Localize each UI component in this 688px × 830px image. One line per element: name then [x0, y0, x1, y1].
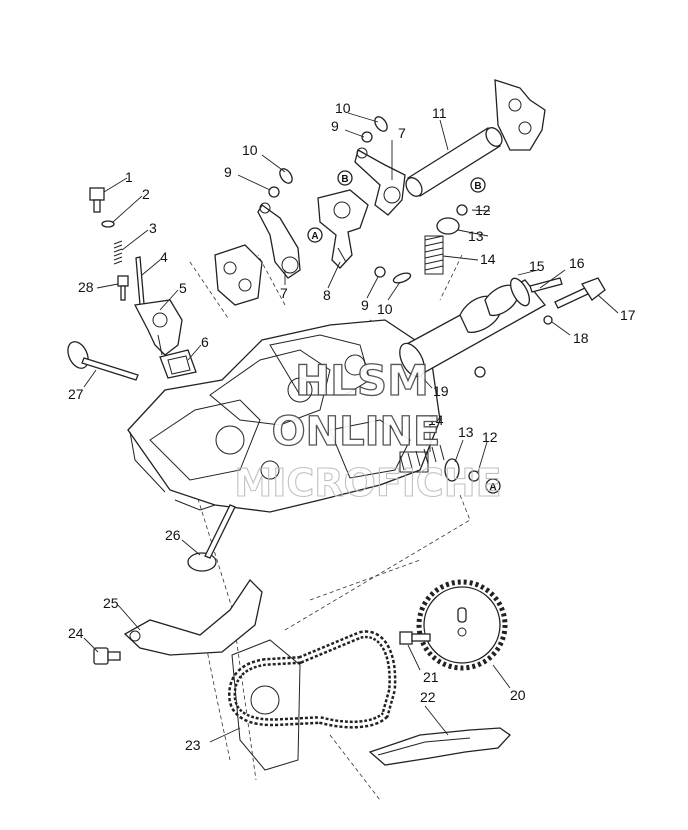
chain-guide-upper	[123, 578, 263, 656]
callout-14-bottom: 14	[428, 412, 444, 428]
callout-3: 3	[149, 220, 157, 236]
adjuster-screw-10-center	[392, 272, 412, 284]
callout-12-top: 12	[475, 202, 491, 218]
callout-10-top: 10	[335, 100, 351, 116]
svg-text:A: A	[311, 231, 318, 242]
rocker-bracket-left	[214, 244, 263, 306]
callout-28: 28	[78, 279, 94, 295]
cam-chain-tensioner	[134, 299, 183, 356]
callout-26: 26	[165, 527, 181, 543]
callout-10-center: 10	[377, 301, 393, 317]
callout-20: 20	[510, 687, 526, 703]
rocker-arm-lower	[257, 202, 301, 279]
cam-sprocket	[416, 579, 508, 671]
ref-mark-a2: A	[485, 478, 501, 494]
callout-16: 16	[569, 255, 585, 271]
callout-17: 17	[620, 307, 636, 323]
callout-9-top: 9	[331, 118, 339, 134]
callout-1: 1	[125, 169, 133, 185]
adjuster-screw-10-left	[279, 168, 293, 184]
valve-spring-lower	[399, 444, 445, 473]
callout-18: 18	[573, 330, 589, 346]
ref-mark-b1: B	[337, 170, 353, 186]
watermark-line-3: MICROFICHE	[234, 461, 501, 505]
callout-labels: 1 2 3 4 5 6 7 7 8 9 9 9 10 10 10 11 12 1…	[68, 100, 636, 753]
plunger-4	[135, 256, 145, 306]
callout-25: 25	[103, 595, 119, 611]
guide-bolt-24	[93, 647, 121, 665]
callout-11: 11	[432, 105, 447, 121]
spring-3	[113, 240, 123, 265]
adjuster-screw-10-top	[374, 116, 388, 132]
callout-15: 15	[529, 258, 545, 274]
callout-2: 2	[142, 186, 150, 202]
leader-lines	[83, 112, 619, 743]
spring-clip	[543, 315, 553, 325]
callout-27: 27	[68, 386, 84, 402]
callout-22: 22	[420, 689, 436, 705]
washer-2	[101, 220, 115, 228]
rocker-arm-center	[317, 189, 369, 269]
callout-5: 5	[179, 280, 187, 296]
ref-mark-b2: B	[470, 177, 486, 193]
spring-retainer-lower	[444, 458, 460, 482]
watermark-line-1: HLSM	[295, 356, 429, 405]
ref-mark-a1: A	[307, 227, 323, 243]
keeper-12-bottom	[468, 470, 480, 482]
svg-text:A: A	[489, 482, 496, 493]
callout-12-bottom: 12	[482, 429, 498, 445]
valve-spring-upper	[424, 235, 444, 275]
callout-23: 23	[185, 737, 201, 753]
crankshaft-sprocket-area	[231, 639, 301, 771]
camshaft	[399, 277, 546, 378]
decompression-shaft	[554, 277, 606, 309]
sprocket-bolt-21	[399, 631, 431, 645]
exhaust-valve	[187, 504, 236, 572]
callout-10-left: 10	[242, 142, 258, 158]
chain-guide-lower	[368, 727, 511, 766]
callout-9-center: 9	[361, 297, 369, 313]
callout-21: 21	[423, 669, 439, 685]
nut-9-top	[361, 131, 373, 143]
keeper-12-top	[456, 204, 468, 216]
tensioner-gasket	[159, 349, 197, 379]
svg-text:B: B	[341, 174, 348, 185]
callout-8: 8	[323, 287, 331, 303]
nut-9-center	[374, 266, 386, 278]
intake-valve	[67, 341, 139, 381]
nut-9-left	[268, 186, 280, 198]
cylinder-head	[127, 319, 441, 513]
callout-13-bottom: 13	[458, 424, 474, 440]
bolt-1	[89, 187, 105, 213]
callout-6: 6	[201, 334, 209, 350]
callout-13-top: 13	[468, 228, 484, 244]
spring-retainer-upper	[436, 217, 460, 235]
callout-4: 4	[160, 249, 168, 265]
bolt-28	[117, 275, 129, 301]
camshaft-pin	[529, 277, 563, 293]
rocker-bracket-right	[494, 79, 546, 151]
callout-24: 24	[68, 625, 84, 641]
callout-19: 19	[433, 383, 449, 399]
watermark-line-2: ONLINE	[272, 409, 441, 455]
callout-14-top: 14	[480, 251, 496, 267]
callout-7-lower: 7	[280, 285, 288, 301]
watermark: HLSM ONLINE MICROFICHE	[234, 355, 502, 505]
callout-9-left: 9	[224, 164, 232, 180]
callout-7-upper: 7	[398, 125, 406, 141]
rocker-shaft	[405, 127, 503, 197]
svg-text:B: B	[474, 181, 481, 192]
